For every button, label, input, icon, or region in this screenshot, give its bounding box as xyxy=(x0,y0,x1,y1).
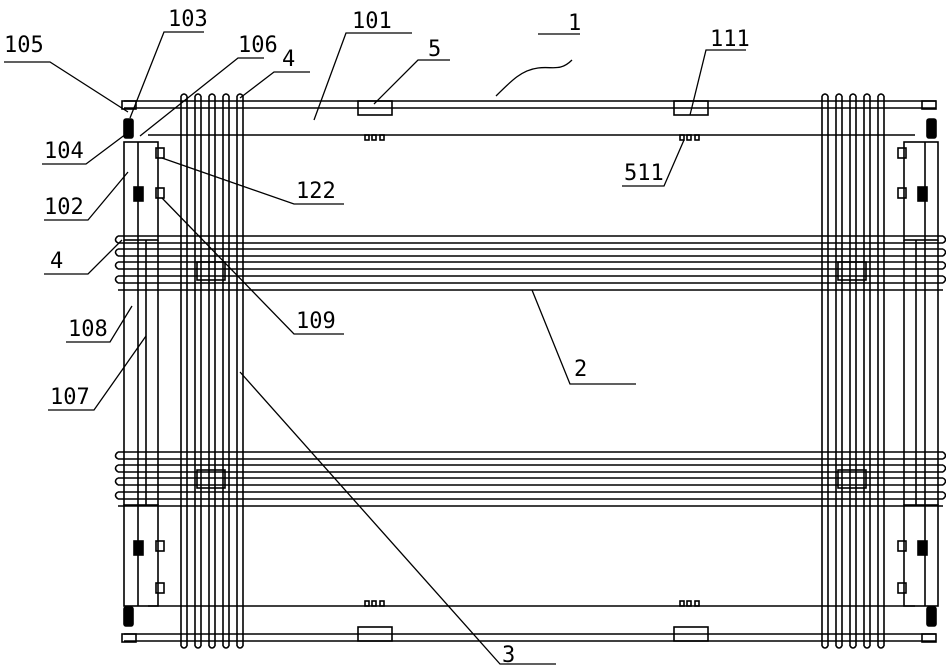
label-122: 122 xyxy=(296,179,336,204)
label-511: 511 xyxy=(624,161,664,186)
label-101: 101 xyxy=(352,9,392,34)
label-5: 5 xyxy=(428,37,441,62)
label-107: 107 xyxy=(50,385,90,410)
label-111: 111 xyxy=(710,27,750,52)
label-104: 104 xyxy=(44,139,84,164)
label-103: 103 xyxy=(168,7,208,32)
label-1: 1 xyxy=(568,11,581,36)
label-2: 2 xyxy=(574,357,587,382)
label-3: 3 xyxy=(502,643,515,668)
label-105: 105 xyxy=(4,33,44,58)
label-102: 102 xyxy=(44,195,84,220)
label-108: 108 xyxy=(68,317,108,342)
label-106: 106 xyxy=(238,33,278,58)
label-109: 109 xyxy=(296,309,336,334)
label-4-left: 4 xyxy=(50,249,63,274)
label-4-top: 4 xyxy=(282,47,295,72)
